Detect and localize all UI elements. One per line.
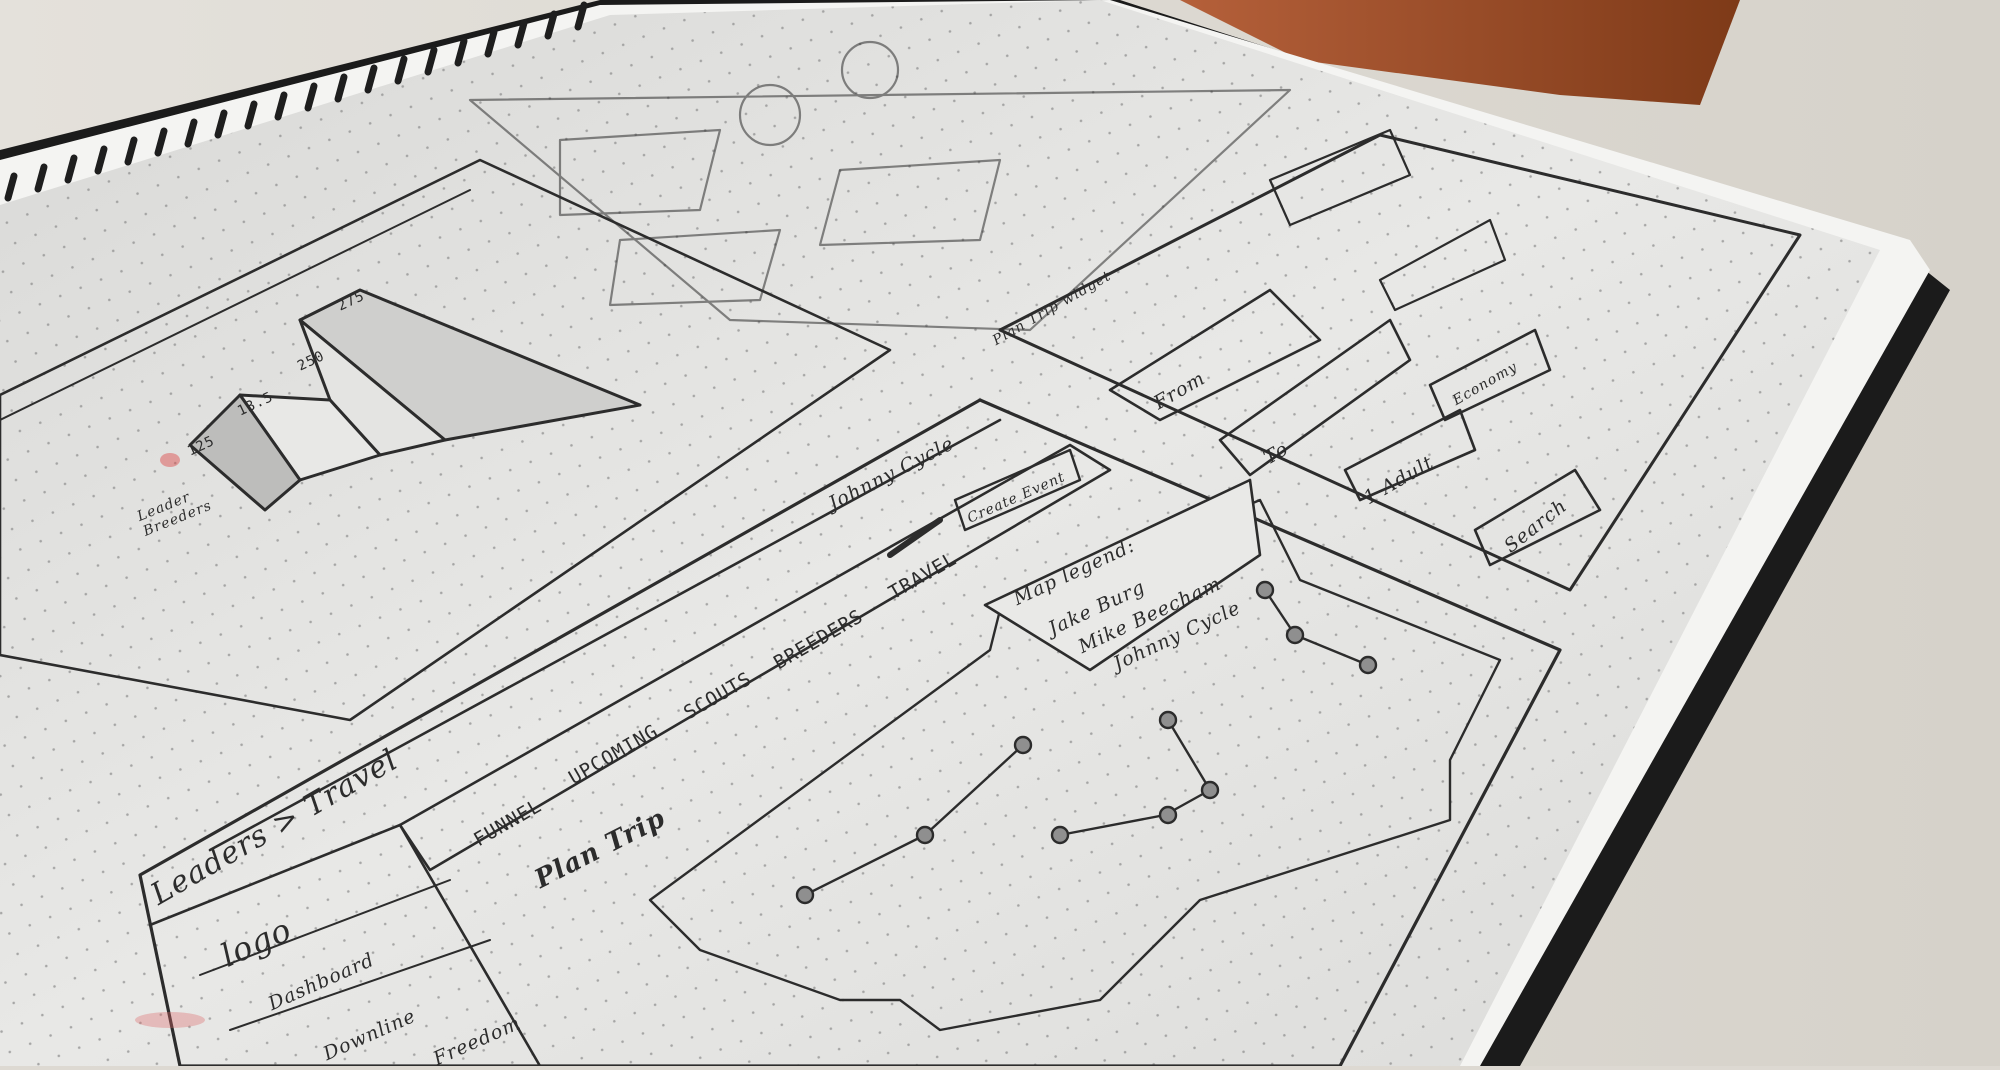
wooden-box (1180, 0, 1740, 105)
sketch-funnel-wireframe (0, 158, 892, 722)
sketch-travel-widget (998, 128, 1802, 592)
sketch-top-wireframe (468, 40, 1292, 332)
dot-grid (0, 0, 1880, 1066)
route-markers (795, 580, 1378, 905)
spiral-binding (4, 1, 588, 202)
red-smudge (135, 1012, 205, 1028)
red-smudge (160, 453, 180, 467)
sketch-dashboard-wireframe (138, 398, 1562, 1066)
